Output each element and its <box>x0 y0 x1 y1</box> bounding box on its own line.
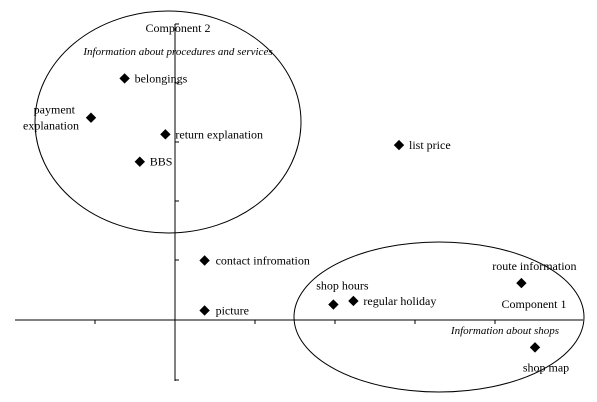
point-label: list price <box>409 138 451 152</box>
point-label: regular holiday <box>363 294 436 308</box>
component-1-ellipse <box>293 241 585 393</box>
data-point <box>529 342 541 353</box>
data-points <box>85 73 541 353</box>
data-point <box>134 156 145 167</box>
point-label: shop map <box>523 360 569 374</box>
data-point <box>85 112 97 123</box>
data-point <box>199 255 210 266</box>
point-label: route information <box>492 259 576 273</box>
data-point <box>348 295 359 307</box>
component-groups: Component 2 Information about procedures… <box>34 10 585 393</box>
y-ticks <box>175 23 179 381</box>
point-label: belongings <box>135 71 188 85</box>
component-2-description: Information about procedures and service… <box>82 46 272 58</box>
component-1-description: Information about shops <box>450 325 559 337</box>
data-point <box>119 73 130 84</box>
component-2-label: Component 2 <box>146 21 211 35</box>
component-2-ellipse <box>34 10 302 234</box>
axes <box>15 23 583 381</box>
point-label: picture <box>216 303 249 317</box>
data-point <box>160 129 171 140</box>
data-point <box>328 299 339 310</box>
data-point <box>516 277 527 289</box>
point-label: BBS <box>150 155 173 169</box>
point-label: contact infromation <box>216 254 310 268</box>
data-point <box>393 139 405 151</box>
x-ticks <box>94 320 496 324</box>
component-1-label: Component 1 <box>502 297 567 311</box>
data-point <box>199 305 210 316</box>
point-label: shop hours <box>316 279 369 293</box>
point-label: return explanation <box>175 127 263 141</box>
